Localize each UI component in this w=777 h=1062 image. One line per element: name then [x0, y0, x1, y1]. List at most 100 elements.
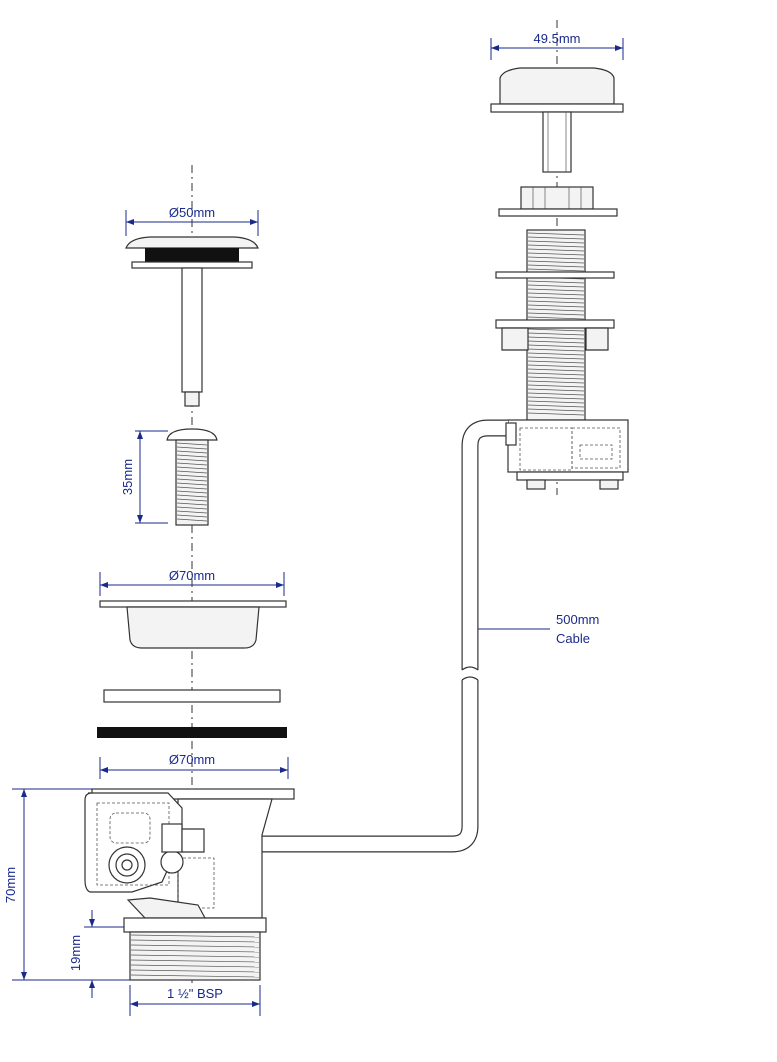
thread-line	[527, 380, 585, 384]
thread-line	[527, 252, 585, 256]
thread-line	[527, 344, 585, 348]
thread-line	[176, 498, 208, 502]
strainer-width-dimension: Ø70mm	[99, 568, 285, 596]
thread-line	[527, 240, 585, 244]
thread-line	[176, 442, 208, 446]
strainer-basket	[126, 606, 260, 649]
strainer-width-label: Ø70mm	[169, 568, 215, 583]
thread-line	[527, 352, 585, 356]
thread-line	[527, 328, 585, 332]
thread-line	[130, 944, 260, 948]
thread-size-dimension: 1 ½" BSP	[129, 985, 261, 1016]
thread-line	[527, 404, 585, 408]
control-screw-left	[526, 479, 546, 490]
thread-line	[527, 356, 585, 360]
thread-line	[527, 348, 585, 352]
thread-line	[527, 396, 585, 400]
lever-pivot	[160, 850, 184, 874]
thread-line	[527, 384, 585, 388]
thread-line	[527, 244, 585, 248]
tail-threads	[130, 934, 260, 978]
body-height-label: 70mm	[3, 867, 18, 903]
thread-line	[527, 288, 585, 292]
thread-line	[176, 454, 208, 458]
thread-line	[527, 316, 585, 320]
control-lock-nut	[501, 327, 609, 351]
thread-line	[527, 360, 585, 364]
screw-shank	[175, 439, 209, 526]
control-body-threads	[527, 232, 585, 416]
thread-line	[176, 502, 208, 506]
lower-lever	[126, 897, 207, 919]
thread-line	[176, 518, 208, 522]
control-button-rim	[490, 103, 624, 113]
thread-line	[176, 450, 208, 454]
thread-line	[527, 372, 585, 376]
cable-connector	[505, 422, 517, 446]
thread-line	[527, 340, 585, 344]
thread-line	[527, 248, 585, 252]
thread-line	[176, 482, 208, 486]
thread-line	[527, 268, 585, 272]
plug-seal	[145, 248, 239, 262]
tail-nut-collar	[123, 917, 267, 933]
thread-height-dimension: 19mm	[68, 910, 124, 998]
thread-line	[527, 260, 585, 264]
lever-arm	[161, 823, 183, 853]
thread-size-label: 1 ½" BSP	[167, 986, 223, 1001]
thread-line	[527, 304, 585, 308]
thread-line	[527, 256, 585, 260]
thread-height-label: 19mm	[68, 935, 83, 971]
flange-width-label: Ø70mm	[169, 752, 215, 767]
thread-line	[176, 490, 208, 494]
rubber-gasket	[97, 727, 287, 738]
thread-line	[527, 364, 585, 368]
thread-line	[527, 408, 585, 412]
control-button-stem	[542, 111, 572, 173]
thread-line	[130, 949, 260, 953]
cable-word-label: Cable	[556, 631, 590, 646]
control-base-plate	[516, 471, 624, 481]
thread-line	[527, 376, 585, 380]
control-screw-right	[599, 479, 619, 490]
plug-cap	[125, 236, 259, 249]
thread-line	[176, 478, 208, 482]
thread-line	[176, 462, 208, 466]
thread-line	[527, 284, 585, 288]
flange-width-dimension: Ø70mm	[99, 752, 289, 779]
thread-line	[130, 934, 260, 938]
button-width-dimension: 49.5mm	[490, 31, 624, 60]
control-button-assembly: 49.5mm	[490, 20, 629, 495]
thread-line	[176, 474, 208, 478]
screw-threads	[176, 442, 208, 522]
thread-line	[527, 308, 585, 312]
thread-line	[130, 974, 260, 978]
button-width-label: 49.5mm	[534, 31, 581, 46]
thread-line	[130, 964, 260, 968]
cable-length-label: 500mm	[556, 612, 599, 627]
thread-line	[176, 470, 208, 474]
body-height-dimension: 70mm	[3, 788, 130, 981]
thread-line	[176, 514, 208, 518]
thread-line	[527, 312, 585, 316]
thread-line	[176, 506, 208, 510]
control-housing	[507, 419, 629, 473]
thread-line	[176, 494, 208, 498]
control-middle-washer	[495, 271, 615, 279]
control-button-cap	[499, 67, 615, 105]
control-collar-nut	[520, 186, 594, 210]
thread-line	[130, 969, 260, 973]
thread-line	[527, 388, 585, 392]
strainer-rim	[99, 600, 287, 608]
thread-line	[176, 458, 208, 462]
thread-line	[527, 232, 585, 236]
thread-line	[527, 368, 585, 372]
thread-line	[527, 400, 585, 404]
thread-line	[527, 280, 585, 284]
plug-width-label: Ø50mm	[169, 205, 215, 220]
thread-line	[527, 336, 585, 340]
thread-line	[527, 392, 585, 396]
thread-line	[176, 486, 208, 490]
